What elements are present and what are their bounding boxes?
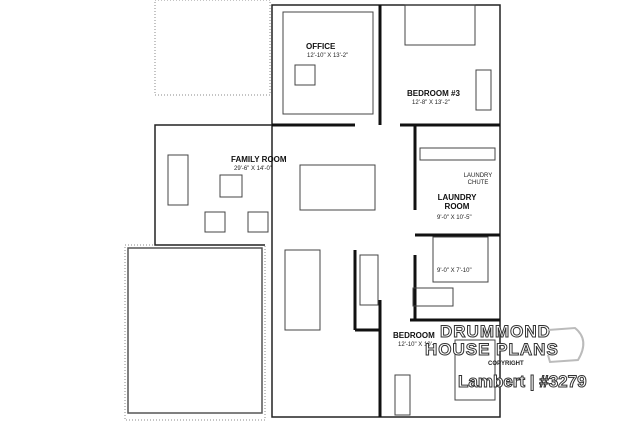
bath-dims: 9'-0" X 7'-10" <box>437 268 472 274</box>
watermark-copyright: COPYRIGHT <box>488 361 524 367</box>
bedroom3-dims: 12'-8" X 13'-2" <box>412 100 450 106</box>
laundry-chute-label: LAUNDRY CHUTE <box>463 173 493 187</box>
exterior-terrain <box>124 0 271 421</box>
bedroom3-label: BEDROOM #3 <box>407 89 460 98</box>
family-room-dims: 29'-6" X 14'-0" <box>234 166 272 172</box>
interior-walls <box>272 5 500 417</box>
bedroom-dims: 12'-10" X 10'- <box>398 342 434 348</box>
plan-title: Lambert | #3279 <box>458 372 588 392</box>
furniture <box>167 4 496 416</box>
outer-walls <box>127 4 501 418</box>
watermark-line1: DRUMMOND <box>440 322 551 342</box>
laundry-room-dims: 9'-0" X 10'-5" <box>437 215 472 221</box>
office-dims: 12'-10" X 13'-2" <box>307 53 349 59</box>
family-room-label: FAMILY ROOM <box>231 155 287 164</box>
watermark-line2: HOUSE PLANS <box>425 340 559 360</box>
office-label: OFFICE <box>306 42 336 51</box>
bedroom-label: BEDROOM <box>393 331 435 340</box>
laundry-room-label: LAUNDRY ROOM <box>437 193 477 211</box>
